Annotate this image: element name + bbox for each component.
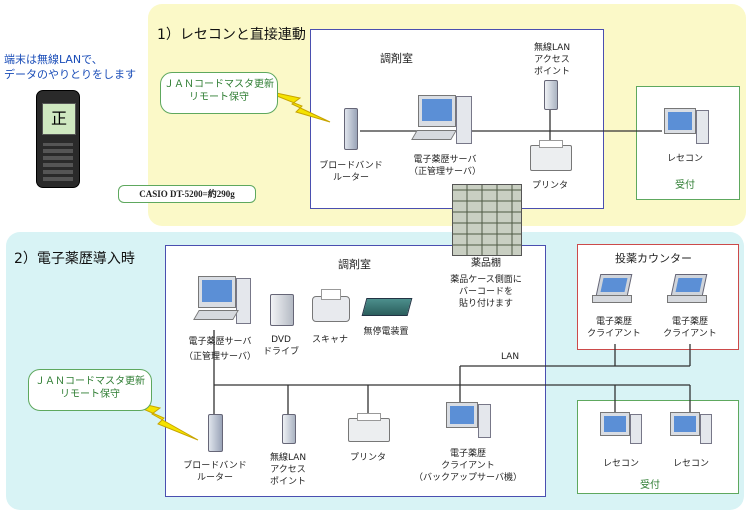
shelf-note: 薬品ケース側面に バーコードを 貼り付けます — [444, 274, 528, 310]
ups-label: 無停電装置 — [363, 327, 409, 337]
laptop-icon — [595, 274, 633, 296]
recep-pc-label-1: レセコン — [666, 154, 703, 164]
callout-line1: ＪＡＮコードマスタ更新 — [35, 376, 145, 387]
laptop-base-icon — [667, 295, 707, 303]
recep-pc-tower-icon — [696, 110, 709, 144]
scanner-icon — [312, 289, 350, 322]
dvd-label-line2: ドライブ — [262, 347, 299, 357]
server-tower-icon — [236, 278, 251, 324]
reception-title-1: 受付 — [675, 180, 695, 191]
router-icon — [208, 414, 223, 452]
recep-pc-monitor-icon — [600, 412, 630, 436]
counter-title: 投薬カウンター — [615, 252, 692, 265]
recep-pc-monitor-icon — [670, 412, 700, 436]
server-label-1: 電子薬歴サーバ （正管理サーバ） — [405, 154, 485, 178]
callout-line1: ＪＡＮコードマスタ更新 — [164, 79, 274, 90]
room-title-2: 調剤室 — [338, 258, 371, 271]
access-point-icon — [544, 80, 558, 110]
reception-title-2: 受付 — [640, 480, 660, 491]
ap-label-line2: アクセス — [534, 55, 570, 65]
client-label-line1: 電子薬歴 — [449, 449, 486, 459]
section-2-title: 2）電子薬歴導入時 — [14, 251, 135, 267]
lan-label: LAN — [500, 352, 520, 362]
server-label-line2: （正管理サーバ） — [409, 167, 481, 177]
shelf-note-line1: 薬品ケース側面に — [450, 275, 522, 285]
access-point-icon — [282, 414, 296, 444]
server-label-line2: （正管理サーバ） — [184, 352, 256, 362]
ap-label-line3: ポイント — [269, 477, 306, 487]
counter-client1-line1: 電子薬歴 — [595, 317, 632, 327]
scanner-label: スキャナ — [311, 335, 348, 345]
server-monitor-icon — [418, 95, 456, 127]
reception-box-1 — [636, 86, 740, 200]
recep-pc-tower-icon — [630, 414, 642, 444]
counter-client-label-2: 電子薬歴 クライアント — [662, 316, 718, 340]
handheld-note-line1: 端末は無線LANで、 — [4, 53, 103, 66]
recep-pc-tower-icon — [700, 414, 712, 444]
printer-icon — [348, 413, 390, 442]
server-monitor-icon — [198, 276, 236, 308]
server-label-line1: 電子薬歴サーバ — [188, 337, 252, 347]
ap-label-line1: 無線LAN — [533, 43, 571, 53]
server-label-2: 電子薬歴サーバ （正管理サーバ） — [180, 336, 260, 363]
router-label-1: ブロードバンド ルーター — [316, 160, 386, 184]
ap-label-line3: ポイント — [533, 67, 570, 77]
remote-maintenance-callout-2: ＪＡＮコードマスタ更新 リモート保守 — [28, 369, 152, 411]
shelf-title: 薬品棚 — [471, 258, 501, 269]
router-icon — [344, 108, 358, 150]
counter-client2-line2: クライアント — [663, 329, 717, 339]
callout-line2: リモート保守 — [60, 389, 120, 400]
client-label-line3: （バックアップサーバ機） — [414, 473, 522, 483]
ups-icon — [361, 298, 413, 316]
router-label-line1: ブロードバンド — [319, 161, 383, 171]
handheld-note-line2: データのやりとりをします — [4, 68, 136, 81]
printer-label-1: プリンタ — [531, 181, 568, 191]
ap-label-line1: 無線LAN — [269, 453, 307, 463]
server-tower-icon — [456, 96, 472, 144]
printer-label-2: プリンタ — [349, 453, 386, 463]
shelf-note-line3: 貼り付けます — [458, 299, 513, 309]
router-label-line2: ルーター — [196, 473, 233, 483]
handheld-model-label: CASIO DT-5200=約290g — [118, 185, 256, 203]
handheld-terminal: 正 — [36, 90, 80, 188]
client-label-line2: クライアント — [441, 461, 495, 471]
client-monitor-icon — [446, 402, 478, 428]
ap-label-line2: アクセス — [270, 465, 306, 475]
server-label-line1: 電子薬歴サーバ — [413, 155, 477, 165]
counter-client-label-1: 電子薬歴 クライアント — [586, 316, 642, 340]
counter-client2-line1: 電子薬歴 — [671, 317, 708, 327]
callout-line2: リモート保守 — [189, 92, 249, 103]
backup-client-label: 電子薬歴 クライアント （バックアップサーバ機） — [408, 448, 528, 484]
recep-pc-label-2b: レセコン — [672, 459, 709, 469]
recep-pc-monitor-icon — [664, 108, 696, 134]
medicine-shelf-photo — [452, 184, 522, 256]
lightning-icon — [117, 397, 199, 441]
lightning-icon — [261, 89, 331, 123]
section-1-title: 1）レセコンと直接連動 — [157, 27, 306, 43]
keypad-icon — [43, 143, 73, 181]
router-label-line2: ルーター — [332, 173, 369, 183]
dvd-drive-icon — [270, 294, 294, 326]
laptop-base-icon — [592, 295, 632, 303]
counter-client1-line2: クライアント — [587, 329, 641, 339]
printer-icon — [530, 140, 572, 171]
remote-maintenance-callout-1: ＪＡＮコードマスタ更新 リモート保守 — [160, 72, 278, 114]
room-title-1: 調剤室 — [380, 52, 413, 65]
access-point-label-2: 無線LAN アクセス ポイント — [262, 452, 314, 488]
shelf-note-line2: バーコードを — [458, 287, 513, 297]
dvd-label: DVD ドライブ — [260, 334, 302, 358]
router-label-2: ブロードバンド ルーター — [180, 460, 250, 484]
router-label-line1: ブロードバンド — [183, 461, 247, 471]
recep-pc-label-2a: レセコン — [602, 459, 639, 469]
client-tower-icon — [478, 404, 491, 438]
laptop-icon — [670, 274, 708, 296]
dvd-label-line1: DVD — [271, 335, 291, 345]
access-point-label-1: 無線LAN アクセス ポイント — [524, 42, 580, 78]
keyboard-icon — [411, 130, 457, 140]
handheld-screen-char: 正 — [42, 103, 76, 135]
keyboard-icon — [193, 310, 239, 320]
